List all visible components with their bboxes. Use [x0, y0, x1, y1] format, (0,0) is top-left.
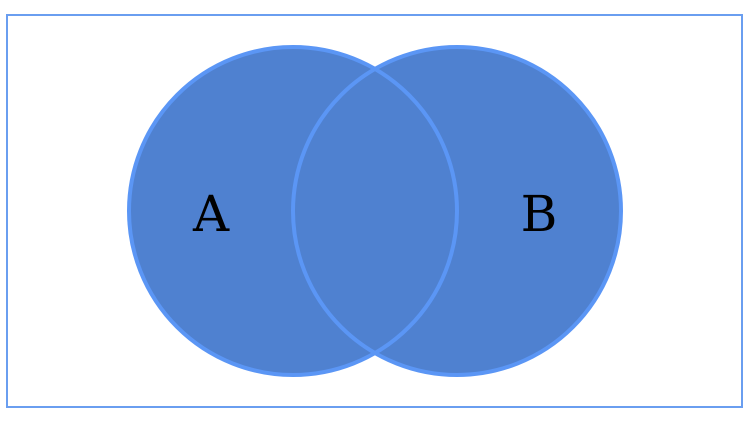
- set-b-outline: [291, 45, 623, 377]
- set-b-label: B: [521, 185, 558, 243]
- set-a-outline: [127, 45, 459, 377]
- set-a-label: A: [192, 185, 230, 243]
